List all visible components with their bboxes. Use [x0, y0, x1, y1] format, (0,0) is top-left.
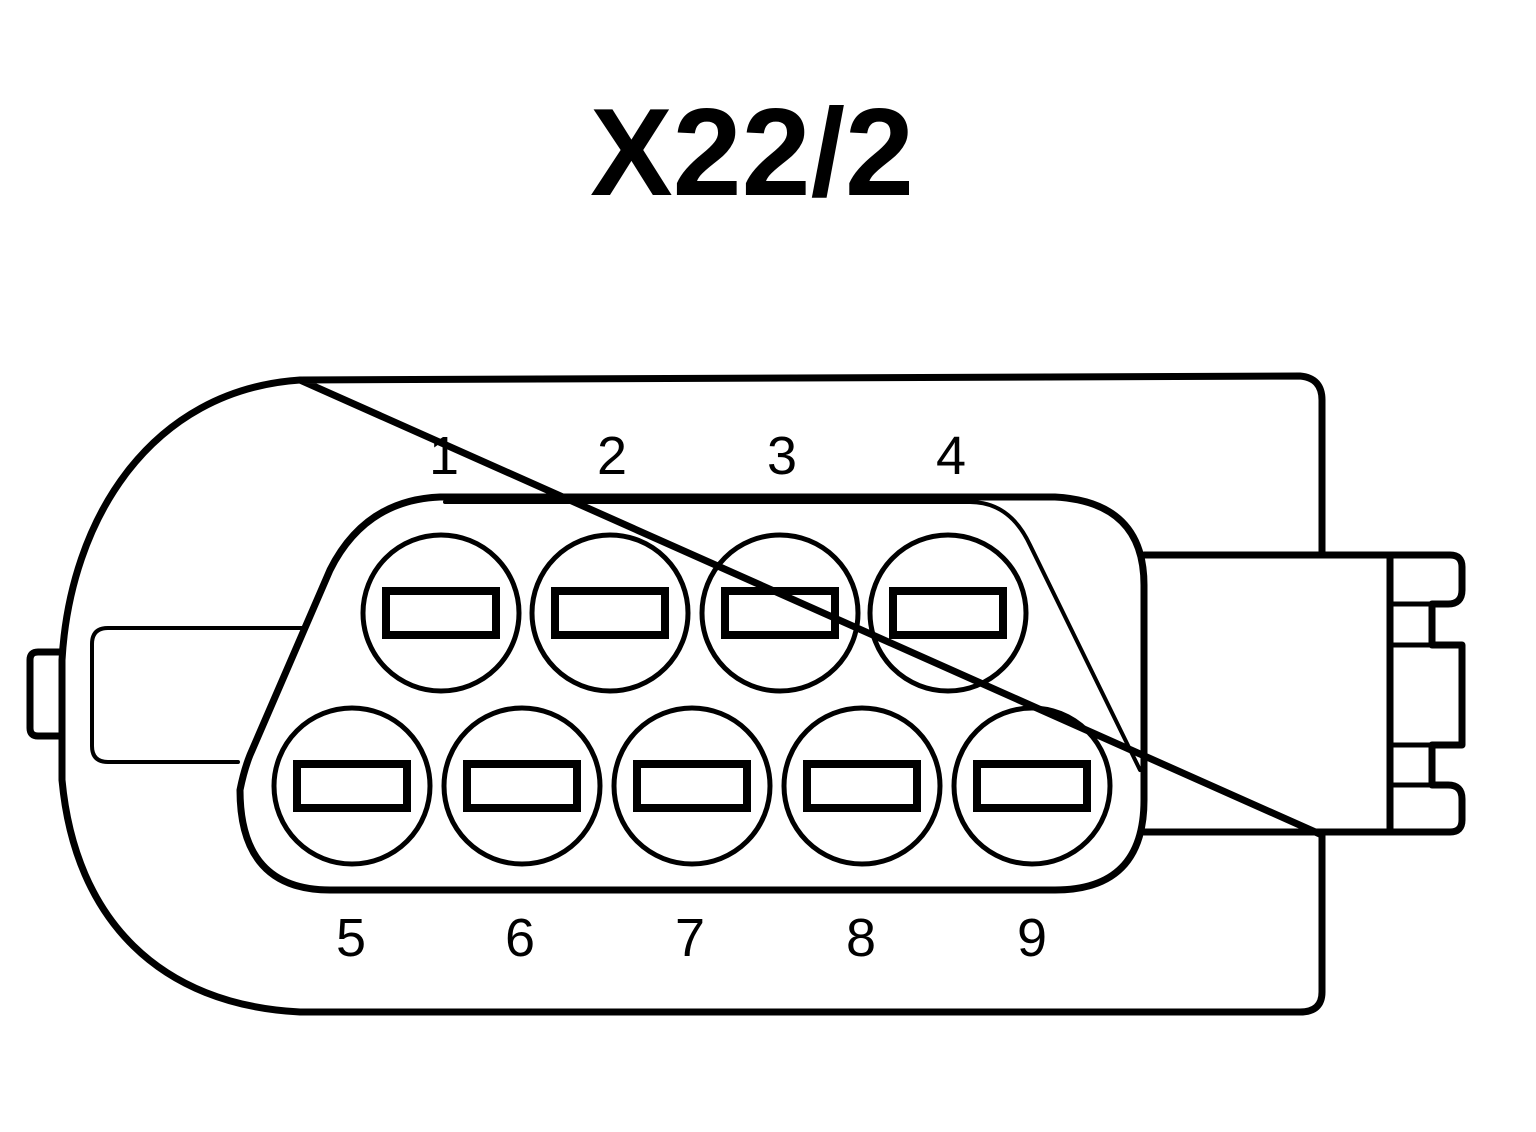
- pin-cavity: [951, 705, 1113, 867]
- pin-cavity-circle: [441, 705, 603, 867]
- pin-cavity-circle: [360, 532, 522, 694]
- connector-housing: [58, 372, 1326, 1016]
- pin-label: 1: [429, 426, 459, 486]
- pin-terminal-slot: [551, 587, 669, 639]
- connector-title: X22/2: [590, 84, 914, 222]
- d-cavity-inner: [443, 500, 1142, 772]
- pin-cavity-circle: [699, 532, 861, 694]
- pins-bottom-row: [271, 705, 1113, 867]
- pin-cavity-circle: [867, 532, 1029, 694]
- pin-labels-top: 1 2 3 4: [429, 426, 966, 486]
- pin-label: 4: [936, 426, 966, 486]
- pin-terminal-slot: [721, 587, 839, 639]
- pin-terminal-slot: [382, 587, 500, 639]
- left-recess: [90, 626, 305, 764]
- pin-label: 3: [767, 426, 797, 486]
- pin-cavity-circle: [611, 705, 773, 867]
- pin-cavity: [867, 532, 1029, 694]
- pin-terminal-slot: [463, 760, 581, 812]
- pin-label: 7: [675, 908, 705, 968]
- pin-cavity-circle: [951, 705, 1113, 867]
- pin-cavity: [611, 705, 773, 867]
- pin-cavity: [271, 705, 433, 867]
- pin-cavity: [529, 532, 691, 694]
- d-cavity-outer: [236, 493, 1148, 894]
- pins-top-row: [360, 532, 1029, 694]
- pin-label: 8: [846, 908, 876, 968]
- pin-labels-bottom: 5 6 7 8 9: [336, 908, 1047, 968]
- pin-cavity: [781, 705, 943, 867]
- left-latch-tab: [26, 648, 66, 740]
- pin-terminal-slot: [803, 760, 921, 812]
- pin-terminal-slot: [889, 587, 1007, 639]
- pin-terminal-slot: [633, 760, 751, 812]
- pin-label: 5: [336, 908, 366, 968]
- pin-cavity: [360, 532, 522, 694]
- pin-cavity-circle: [781, 705, 943, 867]
- pin-cavity: [441, 705, 603, 867]
- right-lock-latch: [1140, 551, 1466, 836]
- pin-label: 9: [1017, 908, 1047, 968]
- pin-label: 6: [505, 908, 535, 968]
- pin-cavity: [699, 532, 861, 694]
- pin-cavity-circle: [271, 705, 433, 867]
- pin-label: 2: [597, 426, 627, 486]
- pin-cavity-circle: [529, 532, 691, 694]
- pin-terminal-slot: [293, 760, 411, 812]
- pin-terminal-slot: [973, 760, 1091, 812]
